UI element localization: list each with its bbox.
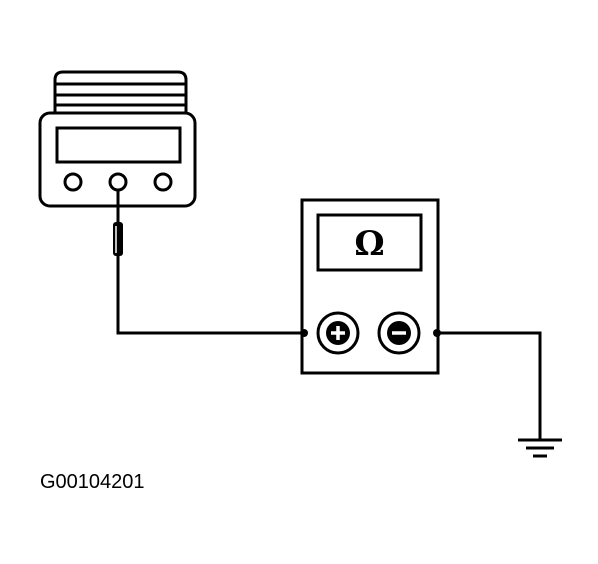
connector-pin-2 [108,172,128,192]
connector-ribs [53,70,188,113]
connector-window [55,126,182,164]
ohmmeter-body [300,198,440,375]
connector-pin-3 [153,172,173,192]
probe-tip [113,222,123,256]
plus-icon [331,326,345,340]
ground-lead [437,331,542,440]
positive-terminal [316,311,360,355]
ohmmeter-display [316,213,423,272]
probe-lead [113,190,305,335]
connector [38,70,197,208]
ground-icon [518,438,562,458]
figure-id: G00104201 [40,471,145,493]
wire-junction-left [300,329,308,337]
ohmmeter: Ω [300,198,441,375]
negative-terminal [377,311,421,355]
connector-pin-1 [63,172,83,192]
ohm-symbol: Ω [354,224,384,264]
